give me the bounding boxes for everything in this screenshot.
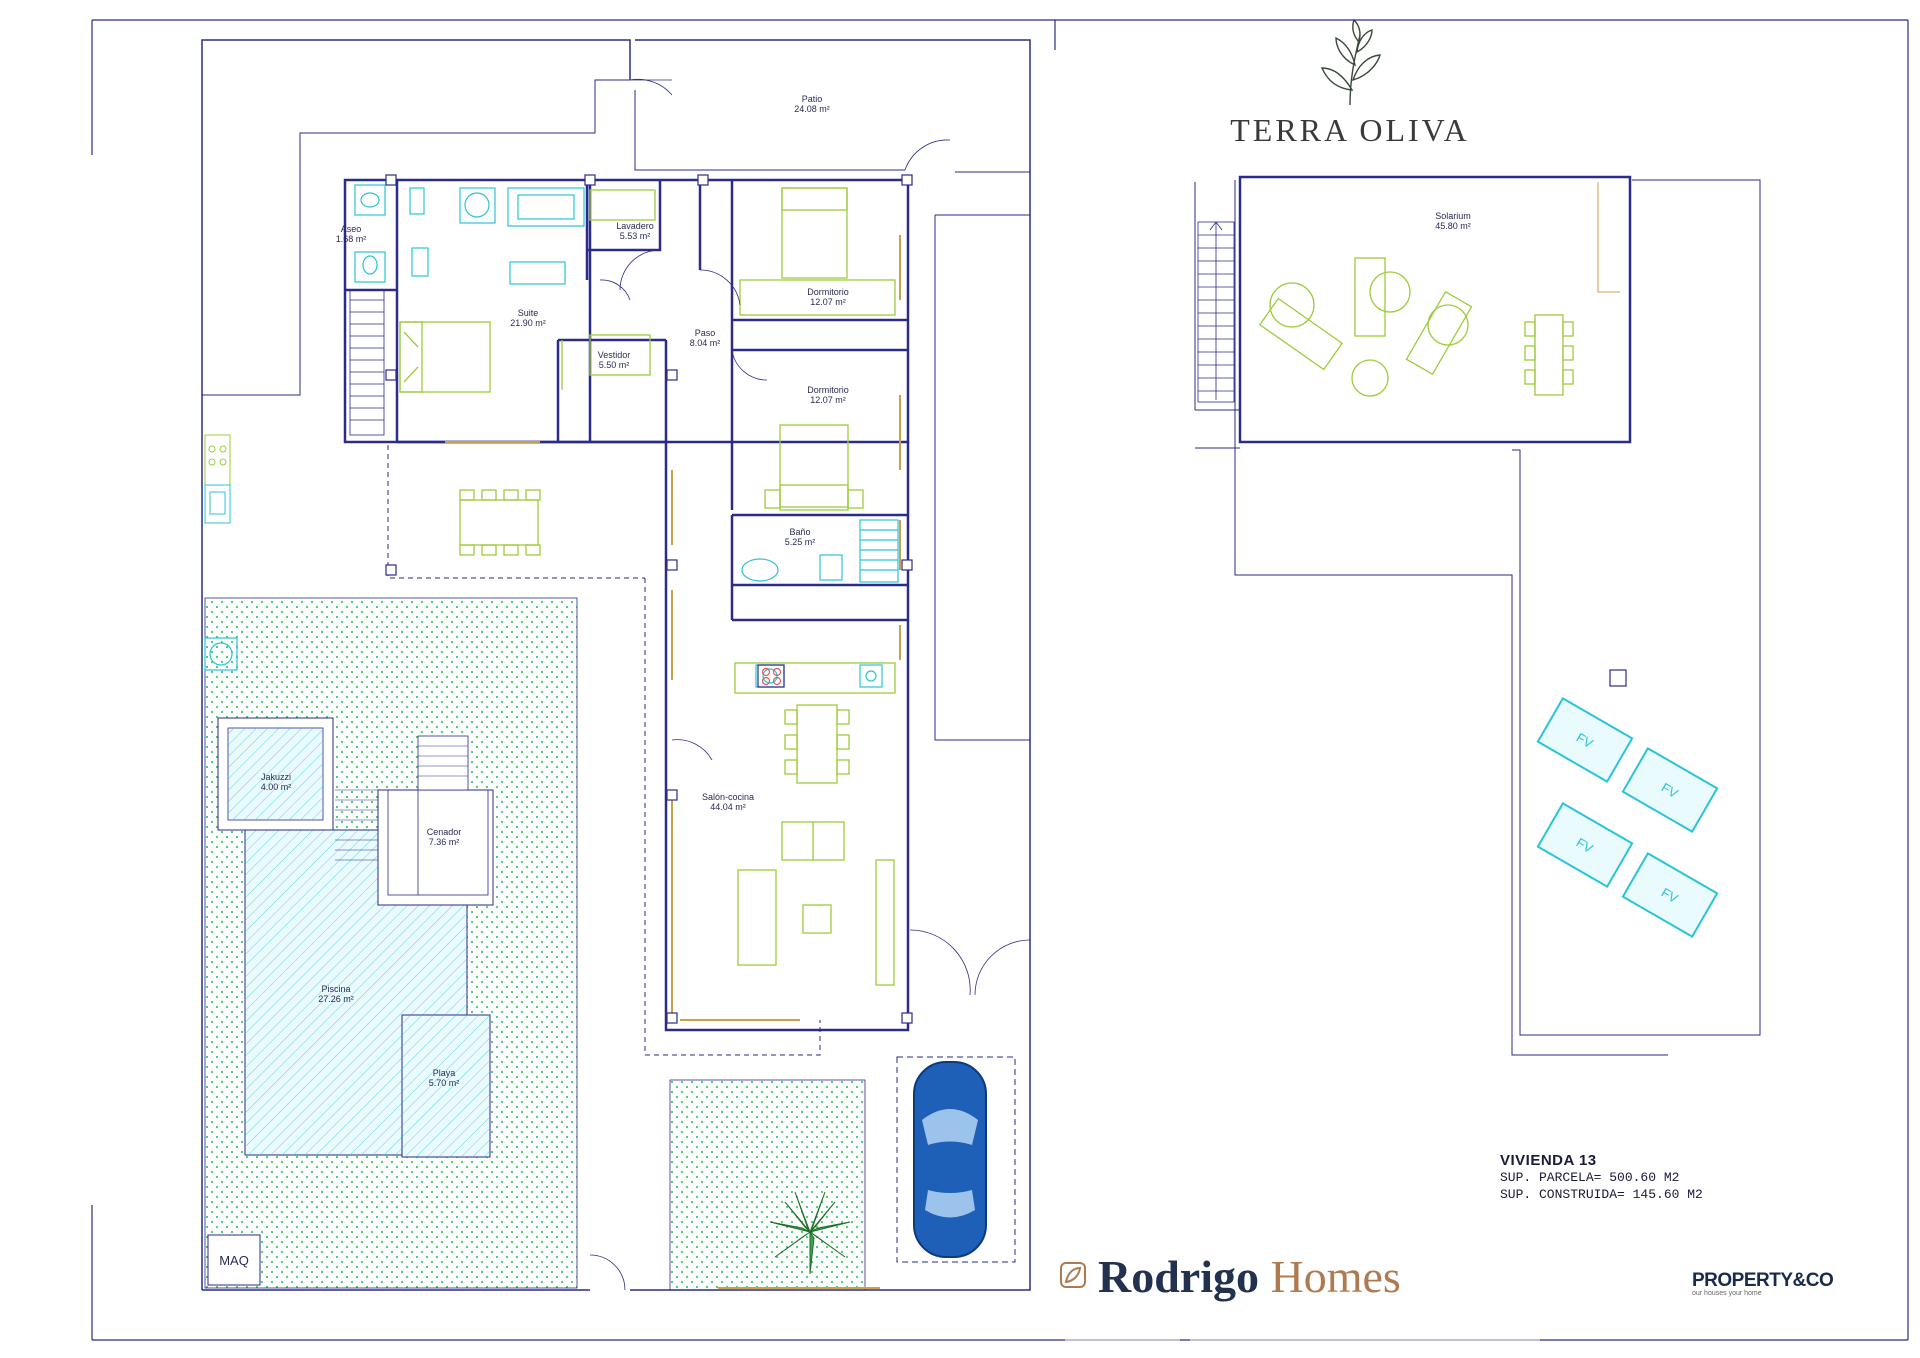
room-area-piscina: 27.26 m² [318, 994, 354, 1004]
room-name-patio: Patio [802, 94, 823, 104]
built-area: SUP. CONSTRUIDA= 145.60 M2 [1500, 1187, 1703, 1202]
room-area-paso: 8.04 m² [690, 338, 721, 348]
room-name-piscina: Piscina [321, 984, 350, 994]
room-area-suite: 21.90 m² [510, 318, 546, 328]
property-title: VIVIENDA 13 [1500, 1152, 1597, 1169]
developer-logo: Rodrigo Homes [1098, 1250, 1401, 1303]
outdoor-kitchen [204, 434, 231, 524]
maq-label: MAQ [219, 1253, 249, 1268]
fv-label-4: FV [1659, 885, 1681, 906]
room-area-aseo: 1.68 m² [336, 234, 367, 244]
room-name-salon: Salón-cocina [702, 792, 754, 802]
parking-space [896, 1056, 1016, 1263]
shower-icon [204, 637, 238, 671]
room-area-bano: 5.25 m² [785, 537, 816, 547]
olive-branch-icon [1320, 18, 1381, 106]
agency-name: PROPERTY&CO [1692, 1270, 1834, 1291]
jacuzzi [217, 717, 334, 831]
room-area-vestidor: 5.50 m² [599, 360, 630, 370]
room-labels: Patio 24.08 m² Aseo 1.68 m² Lavadero 5.5… [261, 94, 1471, 1088]
sheet-frame [91, 19, 1909, 1341]
room-area-dormitorio-2: 12.07 m² [810, 395, 846, 405]
room-name-bano: Baño [789, 527, 810, 537]
plot-area: SUP. PARCELA= 500.60 M2 [1500, 1170, 1680, 1185]
fv-label-3: FV [1574, 835, 1596, 856]
stairs-ground [349, 289, 385, 436]
room-area-patio: 24.08 m² [794, 104, 830, 114]
room-area-playa: 5.70 m² [429, 1078, 460, 1088]
bathroom-fixtures [354, 184, 899, 688]
room-name-suite: Suite [518, 308, 539, 318]
kitchen-appliances [757, 664, 785, 688]
solarium-outline [1194, 175, 1761, 1056]
room-name-playa: Playa [433, 1068, 456, 1078]
car-icon [913, 1061, 987, 1258]
room-name-aseo: Aseo [341, 224, 362, 234]
leaf-icon [1060, 1262, 1086, 1288]
room-area-solarium: 45.80 m² [1435, 221, 1471, 231]
room-name-dormitorio-1: Dormitorio [807, 287, 849, 297]
garden-lines [201, 79, 1031, 1290]
furniture [399, 187, 896, 986]
developer-name-second: Homes [1270, 1251, 1401, 1302]
room-name-solarium: Solarium [1435, 211, 1471, 221]
fv-label-1: FV [1574, 730, 1596, 751]
machinery-box [207, 1234, 261, 1286]
house-walls [343, 178, 910, 1032]
property-info: VIVIENDA 13 SUP. PARCELA= 500.60 M2 SUP.… [1500, 1152, 1703, 1203]
room-area-cenador: 7.36 m² [429, 837, 460, 847]
columns [385, 174, 913, 1024]
solar-panels [1536, 696, 1719, 939]
solarium-furniture [1258, 257, 1574, 397]
doors [589, 78, 1031, 1291]
room-name-lavadero: Lavadero [616, 221, 654, 231]
project-logo-text: TERRA OLIVA [1230, 112, 1470, 148]
window-frames [445, 235, 901, 1289]
room-name-cenador: Cenador [427, 827, 462, 837]
room-name-dormitorio-2: Dormitorio [807, 385, 849, 395]
developer-name-first: Rodrigo [1098, 1251, 1259, 1302]
stairs-solarium [1197, 221, 1235, 403]
room-area-jakuzzi: 4.00 m² [261, 782, 292, 792]
gazebo [335, 735, 494, 906]
room-area-salon: 44.04 m² [710, 802, 746, 812]
grass-area-entrance [669, 1079, 866, 1291]
room-name-jakuzzi: Jakuzzi [261, 772, 291, 782]
fv-label-2: FV [1659, 780, 1681, 801]
skylight [1609, 669, 1627, 687]
room-area-lavadero: 5.53 m² [620, 231, 651, 241]
agency-tagline: our houses your home [1692, 1290, 1762, 1297]
room-name-vestidor: Vestidor [598, 350, 631, 360]
room-area-dormitorio-1: 12.07 m² [810, 297, 846, 307]
agency-logo: PROPERTY&CO our houses your home [1692, 1270, 1834, 1297]
room-name-paso: Paso [695, 328, 716, 338]
terrace-outline [387, 445, 821, 1056]
palm-icon [769, 1191, 851, 1275]
